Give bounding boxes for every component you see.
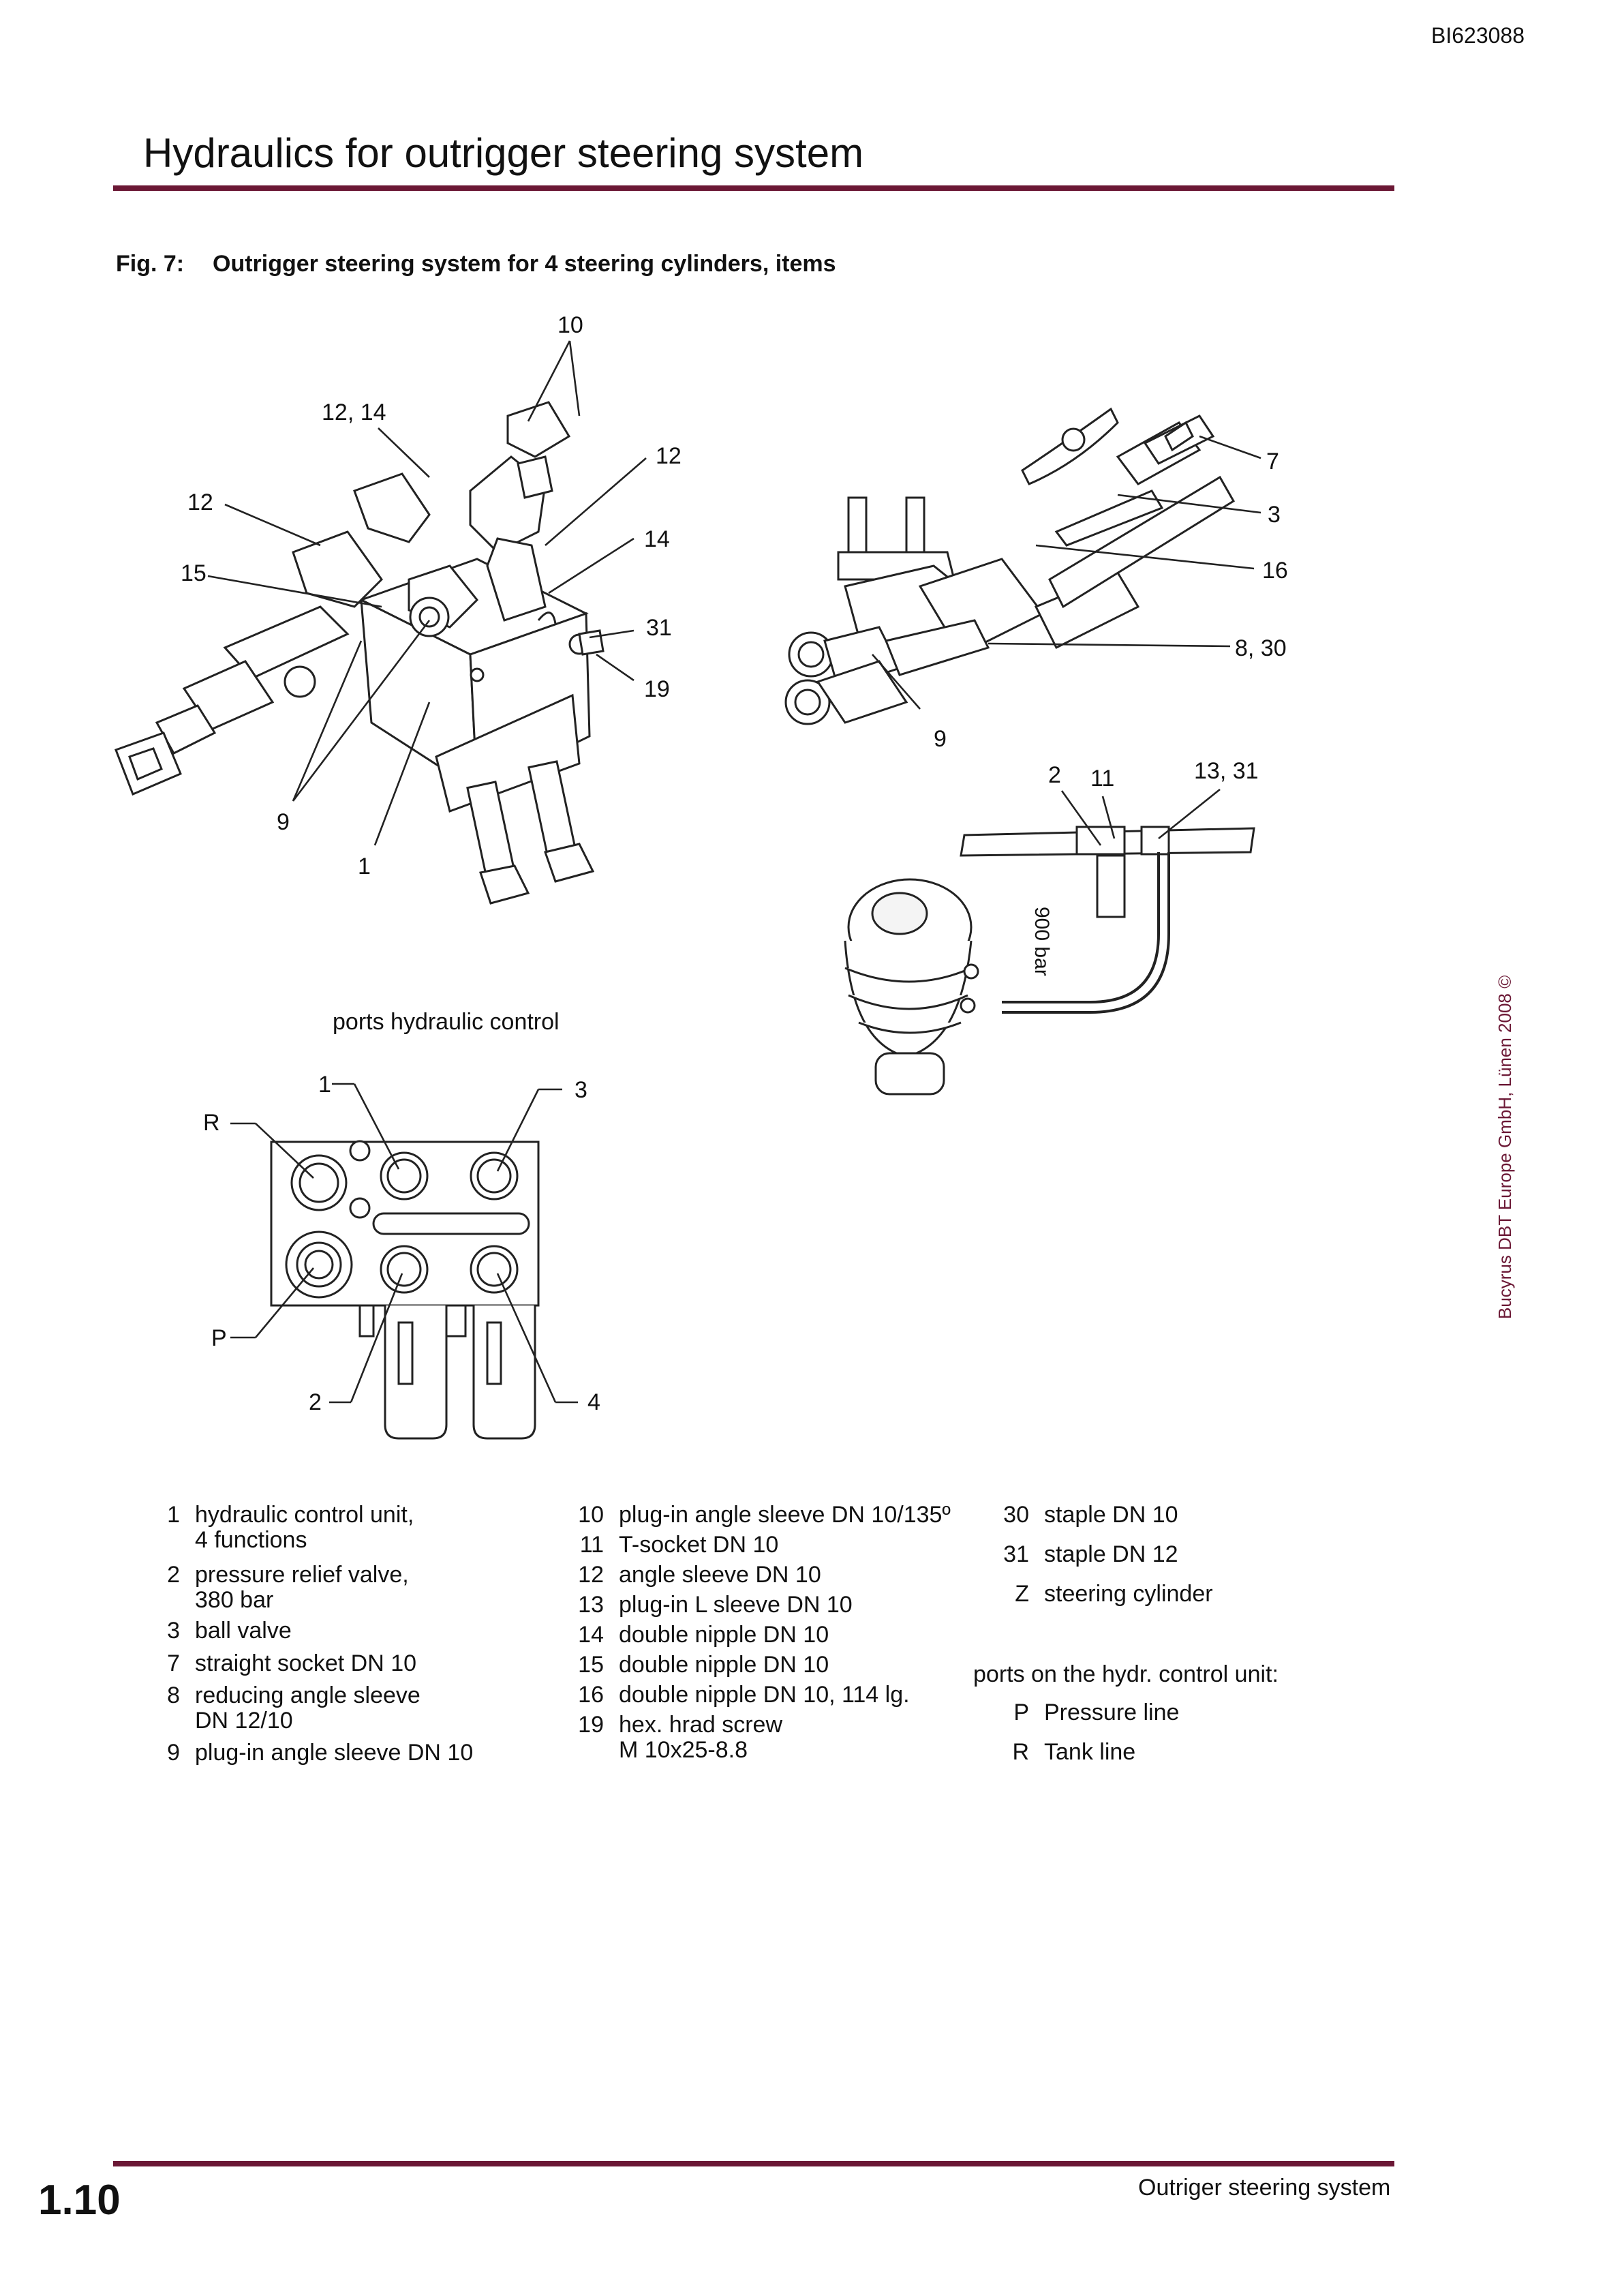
callout-12-right: 12: [656, 443, 682, 469]
port-callout-R: R: [203, 1110, 220, 1136]
callout-12-left: 12: [187, 489, 213, 515]
callout-12-14: 12, 14: [322, 399, 386, 425]
ports-plate-drawing: [270, 1140, 540, 1440]
callout-8-30: 8, 30: [1235, 635, 1287, 661]
accumulator-leaders: [1060, 788, 1221, 846]
ports-caption: ports hydraulic control: [333, 1009, 560, 1035]
callout-15: 15: [181, 560, 206, 586]
port-callout-3: 3: [575, 1077, 587, 1103]
accumulator-drawing: [844, 826, 1255, 1096]
document-id: BI623088: [1431, 23, 1525, 48]
accumulator-marking: 900 bar: [1030, 907, 1053, 976]
callout-14: 14: [644, 526, 670, 552]
callout-13-31: 13, 31: [1194, 758, 1259, 784]
port-callout-P: P: [211, 1325, 227, 1351]
callout-1-main: 1: [358, 854, 371, 879]
figure-caption-text: Outrigger steering system for 4 steering…: [213, 251, 836, 277]
callout-19: 19: [644, 676, 670, 702]
ports-legend-heading: ports on the hydr. control unit:: [973, 1661, 1279, 1687]
ports-plate-leaders: [230, 1083, 578, 1404]
callout-9-main: 9: [277, 809, 290, 835]
callout-9-cyl: 9: [934, 726, 947, 752]
callout-3-cyl: 3: [1268, 502, 1281, 528]
callout-16: 16: [1262, 558, 1288, 584]
callout-31: 31: [646, 615, 672, 641]
port-callout-1: 1: [318, 1072, 331, 1098]
figure-number: Fig. 7:: [116, 251, 185, 277]
steering-cylinder-fittings-drawing: [784, 407, 1236, 725]
footer-section-title: Outriger steering system: [1138, 2175, 1391, 2201]
callout-10: 10: [557, 312, 583, 338]
main-assembly-leaders: [207, 340, 647, 846]
callout-11: 11: [1090, 766, 1115, 791]
copyright-note: Bucyrus DBT Europe GmbH, Lünen 2008 ©: [1495, 975, 1515, 1319]
callout-2-acc: 2: [1048, 762, 1061, 788]
callout-7: 7: [1266, 449, 1279, 474]
cylinder-fittings-leaders: [872, 435, 1261, 710]
footer-rule: [113, 2161, 1394, 2166]
hydraulic-control-unit-drawing: [114, 401, 605, 905]
page-title: Hydraulics for outrigger steering system: [143, 130, 864, 176]
page-number: 1.10: [38, 2177, 121, 2224]
port-callout-4: 4: [587, 1389, 600, 1415]
port-callout-2: 2: [309, 1389, 322, 1415]
figure-caption: Fig. 7: Outrigger steering system for 4 s…: [116, 251, 836, 277]
header-rule: [113, 185, 1394, 191]
